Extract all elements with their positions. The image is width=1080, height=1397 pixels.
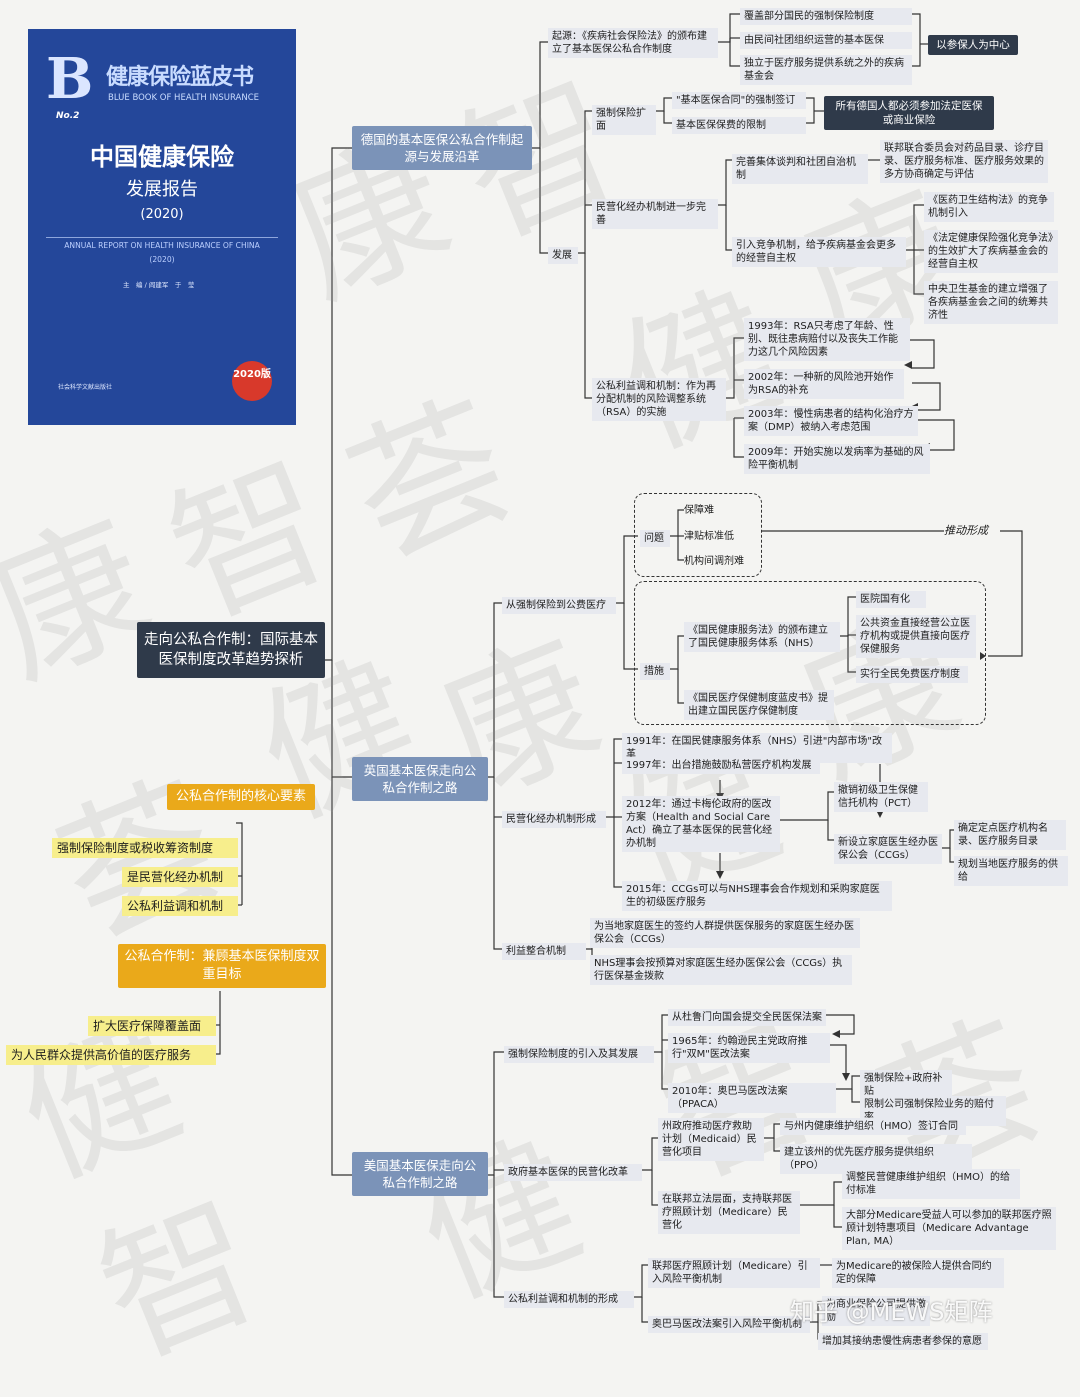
cover-series-title: 健康保险蓝皮书 [106, 65, 254, 90]
uk-measures-group [634, 581, 986, 725]
germany-compete: 引入竞争机制，给予疾病基金会更多的经营自主权 [732, 237, 906, 267]
cover-title-en: ANNUAL REPORT ON HEALTH INSURANCE OF CHI… [64, 241, 260, 250]
germany-rsa: 公私利益调和机制：作为再分配机制的风险调整系统（RSA）的实施 [592, 378, 726, 421]
germany-origin: 起源：《疾病社会保险法》的颁布建立了基本医保公私合作制度 [548, 28, 718, 58]
core-element-item: 公私利益调和机制 [122, 896, 238, 916]
germany-rsa-item: 2009年：开始实施以发病率为基础的风险平衡机制 [744, 444, 930, 474]
germany-rsa-item: 2002年：一种新的风险池开始作为RSA的补充 [744, 369, 904, 399]
us-mandatory: 强制保险制度的引入及其发展 [504, 1046, 654, 1063]
uk-interest: 利益整合机制 [502, 943, 586, 960]
cover-title-line1: 中国健康保险 [90, 143, 234, 171]
germany-mandatory-item: 基本医保保费的限制 [672, 117, 806, 134]
source-credit: 知乎 @MEWS矩阵 [790, 1298, 993, 1326]
dual-goal-title: 公私合作制：兼顾基本医保制度双重目标 [118, 944, 326, 988]
cover-number: No.2 [56, 111, 80, 121]
us-medicare-item: 大部分Medicare受益人可以参加的联邦医疗照顾计划特惠项目（Medicare… [842, 1207, 1056, 1250]
germany-bargain: 完善集体谈判和社团自治机制 [732, 154, 868, 184]
cover-editors: 主 编 / 阎建军 于 莹 [123, 281, 195, 289]
cover-title-year: (2020) [140, 207, 184, 222]
uk-mandatory: 从强制保险到公费医疗 [502, 597, 616, 614]
us-interest: 公私利益调和机制的形成 [504, 1291, 634, 1308]
core-element-item: 强制保险制度或税收筹资制度 [52, 838, 238, 858]
cover-logo-letter: B [46, 46, 94, 112]
germany-origin-item: 由民间社团组织运营的基本医保 [740, 32, 912, 49]
us-mandatory-item: 1965年：约翰逊民主党政府推行"双M"医改法案 [668, 1033, 830, 1063]
uk-1997: 1997年：出台措施鼓励私营医疗机构发展 [622, 757, 820, 774]
uk-2012: 2012年：通过卡梅伦政府的医改方案（Health and Social Car… [622, 796, 780, 852]
cover-divider [46, 237, 278, 238]
us-gov: 政府基本医保的民营化改革 [504, 1164, 642, 1181]
germany-privatize: 民营化经办机制进一步完善 [592, 199, 718, 229]
book-cover: B 健康保险蓝皮书 BLUE BOOK OF HEALTH INSURANCE … [28, 29, 296, 425]
germany-mandatory: 强制保险扩面 [592, 105, 656, 135]
uk-2012-item: 撤销初级卫生保健信托机构（PCT） [834, 782, 928, 812]
us-mandatory-item: 从杜鲁门向国会提交全民医保法案 [668, 1009, 826, 1026]
us-risk1: 联邦医疗照顾计划（Medicare）引入风险平衡机制 [648, 1258, 820, 1288]
us-risk2: 奥巴马医改法案引入风险平衡机制 [648, 1316, 810, 1333]
cover-year-badge: 2020版 [232, 361, 272, 401]
germany-origin-item: 覆盖部分国民的强制保险制度 [740, 8, 912, 25]
root-node: 走向公私合作制：国际基本医保制度改革趋势探析 [137, 622, 325, 678]
us-medicaid: 州政府推动医疗救助计划（Medicaid）民营化项目 [658, 1118, 764, 1161]
germany-mandatory-item: "基本医保合同"的强制签订 [672, 92, 806, 109]
uk-privatize: 民营化经办机制形成 [502, 811, 606, 828]
uk-problem-item: 保障难 [684, 505, 714, 516]
uk-problem: 问题 [640, 530, 670, 547]
us-medicare: 在联邦立法层面，支持联邦医疗照顾计划（Medicare）民营化 [658, 1191, 800, 1234]
germany-development: 发展 [548, 247, 578, 264]
uk-nhs-item: 公共资金直接经营公立医疗机构或提供直接向医疗保健服务 [856, 615, 976, 658]
germany-bargain-detail: 联邦联合委员会对药品目录、诊疗目录、医疗服务标准、医疗服务效果的多方协商确定与评… [880, 140, 1048, 183]
uk-topic: 英国基本医保走向公私合作制之路 [352, 757, 488, 801]
germany-rsa-item: 2003年：慢性病患者的结构化治疗方案（DMP）被纳入考虑范围 [744, 406, 918, 436]
germany-rsa-item: 1993年：RSA只考虑了年龄、性别、既往患病赔付以及丧失工作能力这几个风险因素 [744, 318, 910, 361]
uk-2015: 2015年：CCGs可以与NHS理事会合作规划和采购家庭医生的初级医疗服务 [622, 881, 892, 911]
cover-series-en: BLUE BOOK OF HEALTH INSURANCE [108, 93, 260, 103]
us-risk2-result: 增加其接纳患慢性病患者参保的意愿 [818, 1333, 988, 1350]
germany-compete-item: 《法定健康保险强化竞争法》的生效扩大了疾病基金会的经营自主权 [924, 230, 1058, 273]
uk-2012-item: 新设立家庭医生经办医保公会（CCGs） [834, 834, 942, 864]
germany-origin-item: 独立于医疗服务提供系统之外的疾病基金会 [740, 55, 912, 85]
uk-ccg-item: 规划当地医疗服务的供给 [954, 856, 1068, 886]
us-medicare-item: 调整民营健康维护组织（HMO）的给付标准 [842, 1169, 1020, 1199]
germany-compete-item: 《医药卫生结构法》的竞争机制引入 [924, 192, 1054, 222]
cover-title-line2: 发展报告 [126, 179, 198, 200]
uk-push-label: 推动形成 [944, 524, 1000, 537]
us-medicaid-item: 与州内健康维护组织（HMO）签订合同 [780, 1118, 966, 1135]
uk-problem-item: 机构间调剂难 [684, 556, 744, 567]
uk-ccg-item: 确定定点医疗机构名录、医疗服务目录 [954, 820, 1066, 850]
germany-topic: 德国的基本医保公私合作制起源与发展沿革 [352, 126, 532, 170]
uk-measures: 措施 [640, 663, 670, 680]
germany-mandatory-result: 所有德国人都必须参加法定医保或商业保险 [824, 96, 994, 130]
us-topic: 美国基本医保走向公私合作制之路 [352, 1152, 488, 1196]
uk-nhs-item: 实行全民免费医疗制度 [856, 666, 968, 683]
core-elements-title: 公私合作制的核心要素 [167, 784, 315, 810]
cover-title-en-year: (2020) [149, 255, 175, 264]
connector-lines [216, 13, 1023, 1340]
us-risk1-result: 为Medicare的被保险人提供合同约定的保障 [832, 1258, 1004, 1288]
goal-item: 为人民群众提供高价值的医疗服务 [6, 1045, 216, 1065]
us-mandatory-item: 2010年：奥巴马医改法案（PPACA） [668, 1083, 836, 1113]
uk-nhs: 《国民健康服务法》的颁布建立了国民健康服务体系（NHS） [684, 622, 840, 652]
core-element-item: 是民营化经办机制 [122, 867, 238, 887]
uk-nhs-item: 医院国有化 [856, 591, 926, 608]
uk-interest-item: NHS理事会按预算对家庭医生经办医保公会（CCGs）执行医保基金拨款 [590, 955, 852, 985]
us-mandatory-result: 限制公司强制保险业务的赔付率 [860, 1096, 1006, 1126]
uk-blue-book: 《国民医疗保健制度蓝皮书》提出建立国民医疗保健制度 [684, 690, 834, 720]
cover-publisher: 社会科学文献出版社 [58, 384, 113, 391]
us-mandatory-result: 强制保险+政府补贴 [860, 1070, 952, 1100]
us-risk2-result: 为商业保险公司提供激励 [822, 1296, 930, 1326]
germany-compete-item: 中央卫生基金的建立增强了各疾病基金会之间的统筹共济性 [924, 281, 1058, 324]
germany-origin-result: 以参保人为中心 [928, 35, 1018, 55]
goal-item: 扩大医疗保障覆盖面 [88, 1016, 216, 1036]
uk-problem-group [634, 493, 762, 577]
uk-problem-item: 津贴标准低 [684, 531, 734, 542]
uk-interest-item: 为当地家庭医生的签约人群提供医保服务的家庭医生经办医保公会（CCGs） [590, 918, 860, 948]
